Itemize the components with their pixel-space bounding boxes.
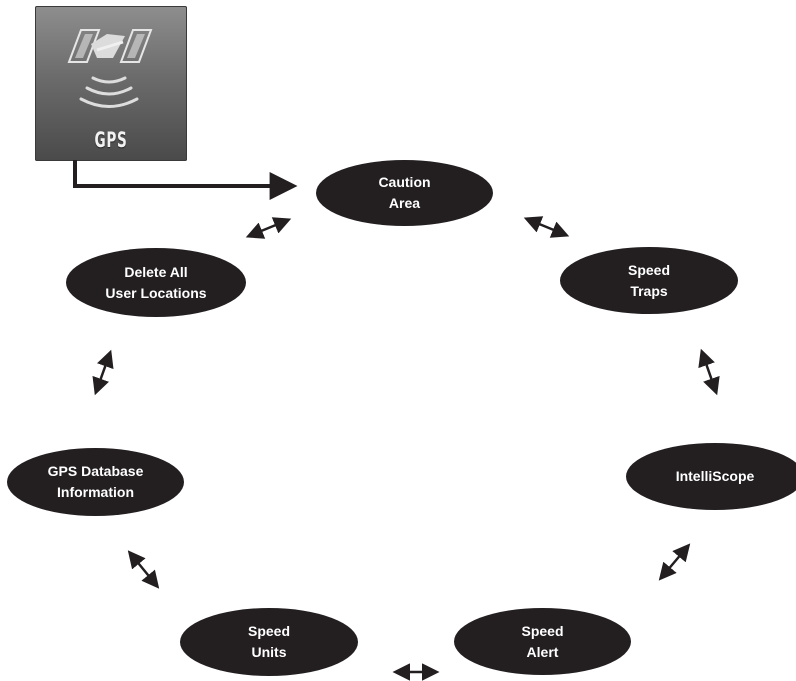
node-label: Information (57, 484, 134, 500)
gps-settings-icon[interactable]: GPS SETTINGS (35, 6, 187, 161)
node-label: User Locations (105, 284, 207, 301)
node-label: Speed (247, 623, 290, 639)
icon-to-caution-arrow (73, 160, 298, 200)
node-label: Speed (521, 622, 564, 639)
node-intelliscope[interactable]: IntelliScope (626, 443, 796, 510)
satellite-icon (67, 29, 153, 108)
arrow-delete-database (92, 349, 114, 396)
arrow-traps-intelliscope (698, 348, 720, 396)
arrow-intelliscope-alert (658, 543, 691, 581)
arrow-database-units (127, 550, 160, 589)
node-label: Units (251, 644, 287, 660)
node-label: Caution (378, 174, 431, 190)
node-label: Delete All (124, 263, 188, 280)
node-label: IntelliScope (675, 468, 755, 484)
node-label: GPS Database (47, 463, 144, 479)
icon-label: GPS SETTINGS (70, 128, 150, 161)
arrow-caution-traps (523, 216, 570, 238)
node-label: Area (388, 195, 421, 211)
node-label: Speed (627, 261, 670, 278)
node-label: Traps (630, 282, 668, 299)
arrow-caution-delete (245, 217, 292, 239)
node-label: Alert (526, 643, 559, 660)
